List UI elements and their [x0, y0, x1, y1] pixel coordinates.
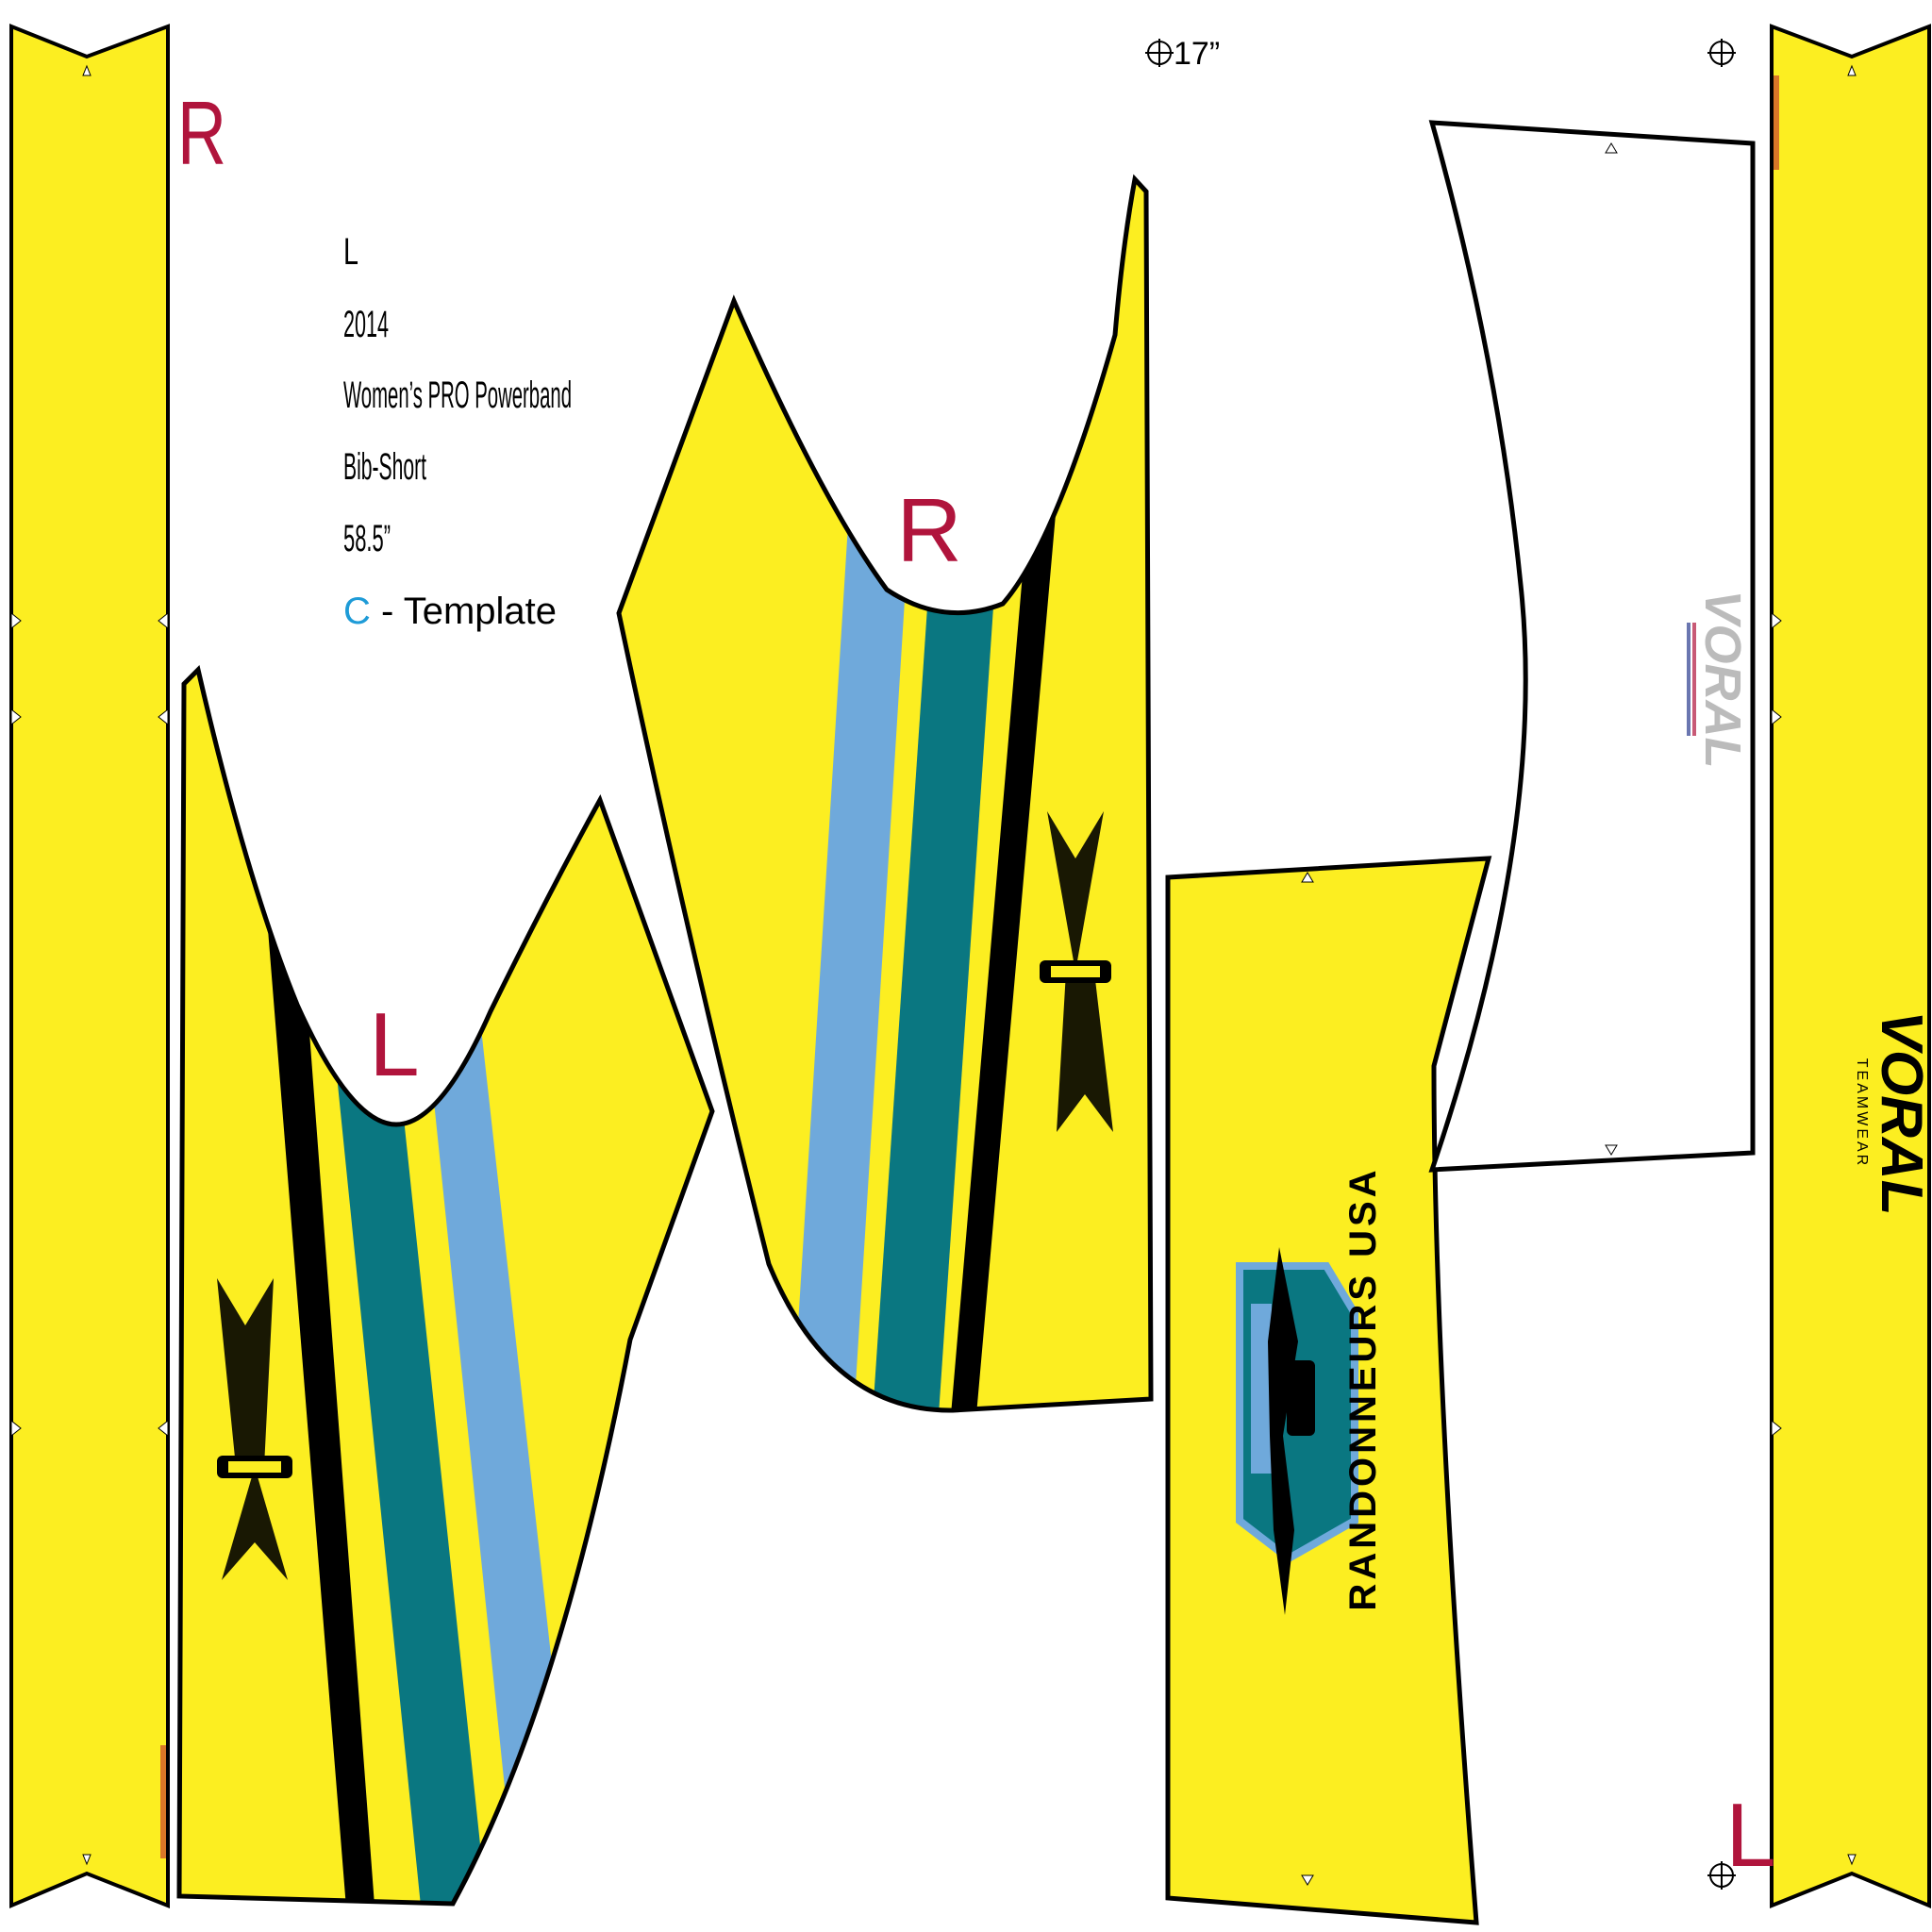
- notch-marker: [1847, 1854, 1857, 1866]
- stripe-lightblue: [792, 509, 910, 1411]
- crosshair-icon: [1145, 39, 1174, 67]
- side-label-top-left: R: [177, 82, 226, 183]
- left-leg-panel: L: [176, 665, 715, 1907]
- notch-marker: [1771, 1419, 1782, 1438]
- side-label-bottom-right: L: [1725, 1785, 1775, 1886]
- winged-cyclist-icon: [1040, 811, 1113, 1132]
- notch-marker: [1605, 1144, 1618, 1156]
- notch-marker: [158, 1419, 169, 1438]
- minnesota-randonneurs-badge-icon: [1236, 1247, 1358, 1615]
- winged-cyclist-icon: [217, 1278, 292, 1580]
- right-strap-panel: VORAL TEAMWEAR: [1770, 24, 1932, 1908]
- strap-logo-subtext: TEAMWEAR: [1854, 1058, 1870, 1168]
- notch-marker: [82, 1854, 92, 1866]
- stripe-teal: [332, 1028, 491, 1904]
- left-leg-outline: [176, 665, 715, 1907]
- spec-template-suffix: - Template: [371, 591, 557, 632]
- left-strap-shape: [9, 24, 170, 1909]
- notch-marker: [1847, 64, 1857, 76]
- crosshair-icon: [1707, 39, 1736, 67]
- strap-logo: VORAL TEAMWEAR: [1854, 1011, 1932, 1216]
- chamois-panel: VORAL: [1428, 120, 1756, 1173]
- notch-marker: [82, 64, 92, 76]
- side-panel: RANDONNEURS USA: [1165, 856, 1492, 1925]
- spec-length: 58.5”: [343, 518, 391, 559]
- spec-size: L: [343, 231, 358, 273]
- strap-logo-text: VORAL: [1869, 1011, 1932, 1216]
- notch-marker: [1301, 872, 1314, 883]
- notch-marker: [1771, 611, 1782, 630]
- side-label-right-panel: R: [896, 480, 961, 581]
- spec-template: C - Template: [343, 591, 557, 632]
- right-leg-panel: R: [616, 174, 1154, 1413]
- size-tag-mark: [160, 1745, 166, 1858]
- spec-product-line2: Bib-Short: [343, 446, 426, 488]
- spec-block: L 2014 Women’s PRO Powerband Bib-Short 5…: [343, 231, 572, 632]
- notch-marker: [158, 611, 169, 630]
- stripe-black: [266, 906, 377, 1904]
- notch-marker: [10, 1419, 22, 1438]
- right-leg-outline: [616, 174, 1154, 1413]
- notch-marker: [10, 611, 22, 630]
- width-marker: 17”: [1145, 36, 1220, 72]
- crosshair-icon: [1707, 1861, 1736, 1890]
- spec-template-letter: C: [343, 591, 371, 632]
- chamois-logo: VORAL: [1687, 591, 1751, 769]
- stripe-black: [951, 396, 1066, 1411]
- size-tag-mark: [1774, 75, 1779, 170]
- notch-marker: [1771, 708, 1782, 726]
- chamois-logo-text: VORAL: [1694, 591, 1751, 769]
- spec-year: 2014: [343, 304, 389, 345]
- left-strap-panel: [9, 24, 170, 1909]
- notch-marker: [158, 708, 169, 726]
- notch-marker: [1605, 142, 1618, 154]
- side-label-left-panel: L: [369, 994, 419, 1095]
- spec-product-line1: Women’s PRO Powerband: [343, 375, 572, 416]
- side-panel-text: RANDONNEURS USA: [1342, 1166, 1384, 1610]
- chamois-panel-shape: [1428, 120, 1756, 1173]
- width-marker-text: 17”: [1174, 36, 1220, 72]
- notch-marker: [10, 708, 22, 726]
- notch-marker: [1301, 1874, 1314, 1886]
- stripe-teal: [873, 509, 1000, 1411]
- right-strap-shape: [1770, 24, 1931, 1908]
- left-leg-base: [179, 670, 712, 1904]
